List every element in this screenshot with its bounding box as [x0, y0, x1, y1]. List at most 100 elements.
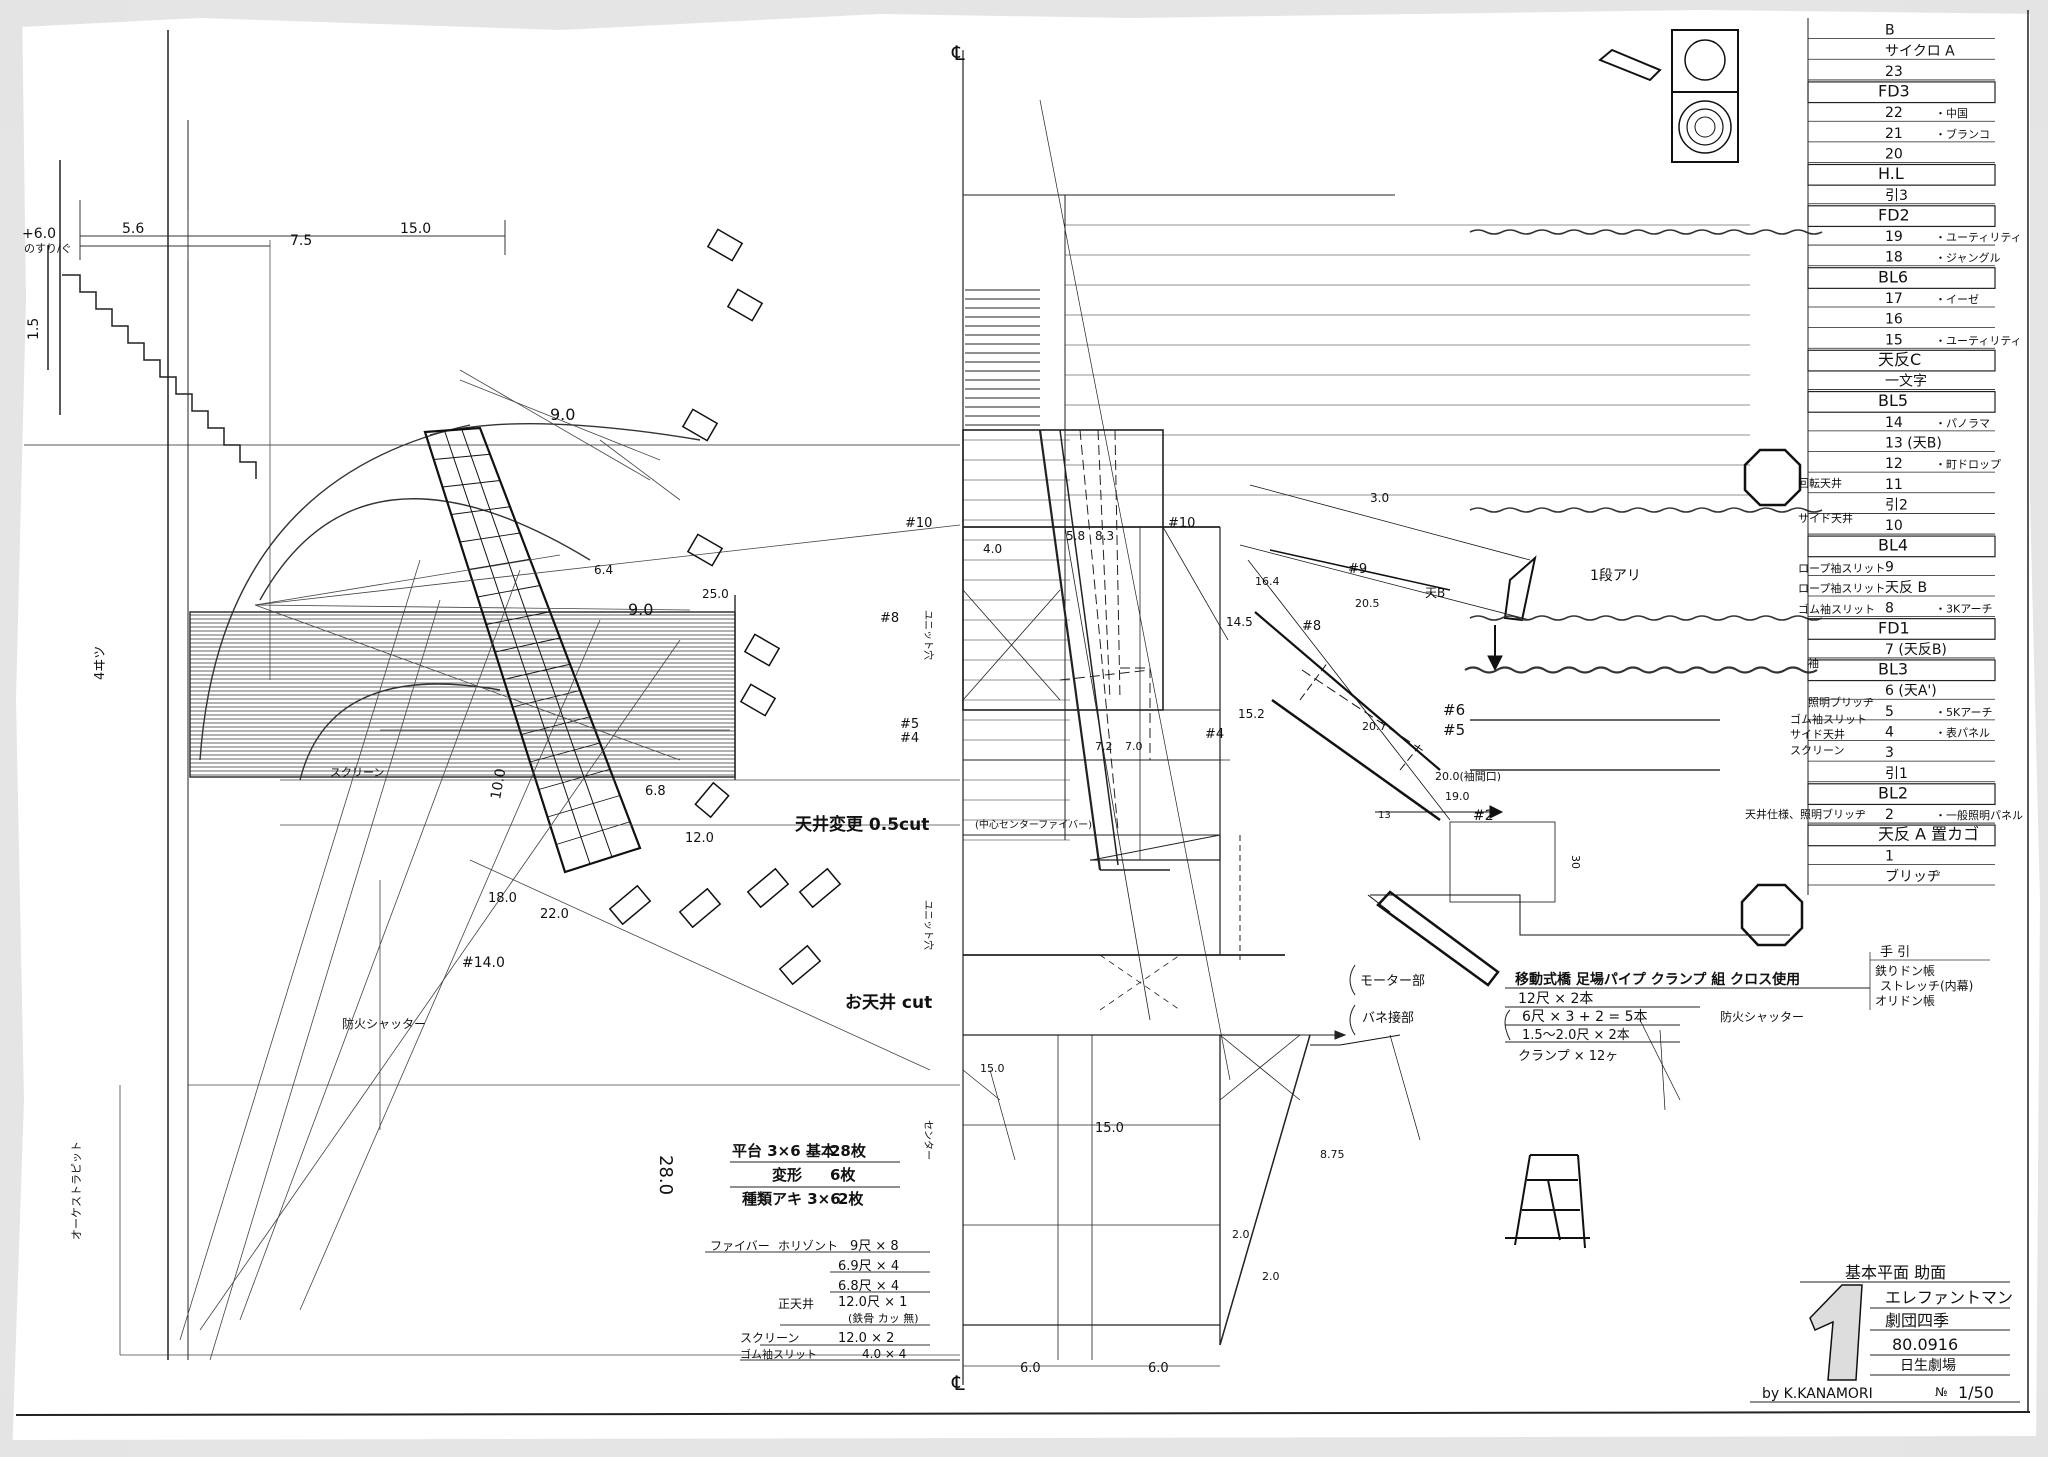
panel-row2-value: 6枚: [830, 1166, 856, 1184]
title-author: by K.KANAMORI: [1762, 1386, 1873, 1402]
revolving-arcs: [199, 422, 701, 781]
equip-line1: 12尺 × 2本: [1518, 991, 1593, 1007]
ceiling-cut-note2: お天井 cut: [845, 992, 932, 1013]
title-block: 基本平面 助面 エレファントマン 劇団四季 80.0916 日生劇場 by K.…: [1750, 1263, 2020, 1403]
right-slanted-bridge: [1239, 484, 1790, 1141]
slanted-wagon-grid: [423, 426, 642, 874]
rig-item-note: ・ジャングル: [1935, 251, 2000, 265]
left-staircase: [24, 160, 960, 479]
dim-10-0: 10.0: [488, 767, 509, 800]
stage-hatched-floor: [189, 595, 736, 780]
title-line2: エレファントマン: [1885, 1288, 2013, 1307]
equip-side: 防火シャッター: [1720, 1009, 1804, 1024]
dim-28-0: 28.0: [655, 1155, 676, 1195]
rig-item-label: 22: [1885, 105, 1903, 121]
rig-left-label-5: ゴム袖スリット: [1798, 602, 1875, 616]
unit-hole-label-1: ユニット穴: [922, 610, 935, 660]
one-stage-note: 1段アリ: [1590, 568, 1641, 584]
equip-line2: 6尺 × 3 + 2 = 5本: [1522, 1009, 1648, 1025]
batten-tenb: 天B: [1425, 586, 1445, 600]
rig-left-label-10: スクリーン: [1790, 744, 1844, 757]
rig-item-note: ・中国: [1935, 107, 1968, 120]
dim-4-0-center: 4.0: [983, 542, 1002, 556]
rig-item-label: BL5: [1878, 391, 1908, 410]
rig-item-label: 23: [1885, 64, 1903, 80]
centerline-mark-bottom: ℄: [951, 1371, 965, 1395]
equipment-spec: 移動式橋 足場パイプ クランプ 組 クロス使用 12尺 × 2本 6尺 × 3 …: [1504, 971, 1870, 1064]
rig-item-label: 18: [1885, 250, 1903, 266]
equip-line3: 1.5〜2.0尺 × 2本: [1522, 1028, 1630, 1043]
batten-2: #2: [1473, 808, 1494, 824]
batten-10a: #10: [905, 516, 932, 531]
center-fiber-note: (中心センターファイバー): [975, 818, 1092, 831]
rig-item-label: 引2: [1885, 497, 1908, 513]
rig-item-label: FD1: [1878, 618, 1910, 637]
rig-item-label: 4: [1885, 725, 1894, 741]
dim-14-5: 14.5: [1226, 615, 1253, 629]
batten-9: #9: [1348, 562, 1367, 577]
octagon-pillars: [1740, 448, 1804, 947]
orchestra-pit-label: オーケストラピット: [70, 1141, 83, 1240]
rig-item-label: BL3: [1878, 660, 1908, 679]
rig-item-label: 16: [1885, 312, 1903, 328]
fiber-v3: 6.8尺 × 4: [838, 1279, 899, 1294]
rig-item-label: 9: [1885, 559, 1894, 575]
panel-counts-table: 平台 3×6 基本 28枚 変形 6枚 種類アキ 3×6 2枚: [730, 1142, 900, 1208]
dim-14-0: #14.0: [462, 955, 505, 971]
centerline-mark-top: ℄: [951, 41, 965, 65]
rig-item-label: 一文字: [1885, 374, 1927, 390]
batten-10b: #10: [1168, 516, 1195, 531]
batten-6: #6: [1443, 701, 1465, 719]
rig-item-label: FD2: [1878, 205, 1910, 224]
screen-label: スクリーン: [330, 766, 384, 779]
dim-2-0b: 2.0: [1262, 1270, 1280, 1283]
title-scale-prefix: №: [1935, 1385, 1947, 1399]
side-flat-boxes: [608, 228, 842, 986]
title-line3: 劇団四季: [1885, 1311, 1949, 1330]
fiber-v4: 12.0尺 × 1: [838, 1295, 907, 1310]
rig-item-note: ・5Kアーチ: [1935, 706, 1993, 719]
ceiling-cut-note: 天井変更 0.5cut: [795, 814, 929, 835]
rig-item-note: ・町ドロップ: [1935, 458, 2001, 471]
rig-item-label: BL6: [1878, 267, 1908, 286]
dim-6-0-note: のすり/ぐ: [24, 242, 72, 255]
dim-7-0: 7.0: [1125, 740, 1143, 753]
rig-left-label-8: ゴム袖スリット: [1790, 712, 1867, 726]
rig-item-label: BL4: [1878, 536, 1908, 555]
rig-left-label-7: 照明ブリッヂ: [1808, 695, 1874, 709]
title-line5: 日生劇場: [1900, 1358, 1956, 1374]
dim-7-5: 7.5: [290, 233, 312, 249]
rig-item-label: 19: [1885, 229, 1903, 245]
rig-left-label-11: 天井仕様、照明ブリッヂ: [1745, 807, 1866, 821]
dim-8-3: 8.3: [1095, 529, 1114, 543]
dim-7-2: 7.2: [1095, 740, 1113, 753]
rig-left-label-9: サイド天井: [1790, 727, 1845, 741]
rig-item-note: ・3Kアーチ: [1935, 603, 1993, 616]
fiber-v1: 9尺 × 8: [850, 1239, 899, 1254]
title-line1: 基本平面 助面: [1845, 1263, 1946, 1282]
rig-item-label: 8: [1885, 601, 1894, 617]
rig-item-label: 3: [1885, 745, 1894, 761]
rig-item-label: B: [1885, 23, 1895, 39]
rig-item-label: 引1: [1885, 766, 1908, 782]
rig-item-label: 引3: [1885, 188, 1908, 204]
rig-item-label: 7 (天反B): [1885, 642, 1947, 658]
rig-item-label: 13 (天B): [1885, 436, 1942, 452]
panel-row1-value: 28枚: [830, 1142, 867, 1160]
dim-15-0-lower2: 15.0: [1095, 1121, 1124, 1136]
dim-19-0: 19.0: [1445, 790, 1470, 803]
rig-item-label: BL2: [1878, 783, 1908, 802]
batten-4: #4: [900, 731, 919, 746]
rig-item-label: 2: [1885, 807, 1894, 823]
rig-item-label: 天反 A 置カゴ: [1878, 825, 1979, 844]
dim-4-0: 4ヰツ: [93, 646, 108, 680]
dim-5-8: 5.8: [1066, 529, 1085, 543]
dim-5-6: 5.6: [122, 221, 144, 237]
dim-18-0: 18.0: [488, 891, 517, 906]
rig-item-label: 天反C: [1878, 350, 1921, 369]
dim-15-0: 15.0: [400, 221, 431, 237]
rig-item-label: 15: [1885, 332, 1903, 348]
lower-item-1: 鉄りドン帳: [1875, 963, 1935, 978]
